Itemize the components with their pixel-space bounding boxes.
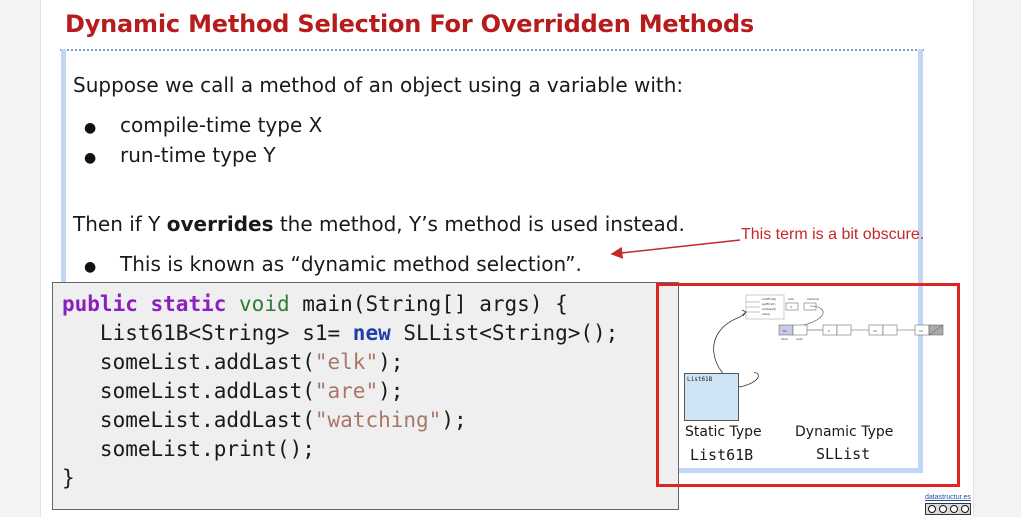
code-token: someList.addLast( (62, 379, 315, 403)
code-token-str: "elk" (314, 350, 379, 374)
code-line-6: someList.print(); (62, 437, 315, 461)
sentinel-value: 63 (783, 329, 787, 333)
sub-label-next: next (796, 337, 803, 341)
node-value-2: 15 (919, 329, 923, 333)
code-token: someList.print(); (62, 437, 315, 461)
code-line-3: someList.addLast("elk"); (62, 350, 403, 374)
code-token: ); (441, 408, 467, 432)
dynamic-type-caption: Dynamic Type (795, 424, 894, 440)
code-line-5: someList.addLast("watching"); (62, 408, 467, 432)
code-token: main(String[] args) { (289, 292, 568, 316)
code-token (138, 292, 151, 316)
sub-label-item: item (781, 337, 788, 341)
type-diagram-highlight (656, 283, 960, 487)
code-token: ); (378, 350, 404, 374)
slide-title: Dynamic Method Selection For Overridden … (65, 10, 755, 38)
code-token-kwb: new (352, 321, 391, 345)
static-type-caption: Static Type (685, 424, 762, 440)
bullet-dot: ● (84, 150, 97, 166)
code-token-kw: static (150, 292, 227, 316)
code-token: List61B<String> s1= (62, 321, 353, 345)
method-label-1: getFirst() (762, 302, 776, 306)
code-token: SLList<String>(); (390, 321, 619, 345)
sa-icon (960, 505, 969, 513)
site-link[interactable]: datastructur.es (925, 494, 971, 501)
intro-text: Suppose we call a method of an object us… (73, 73, 684, 97)
by-icon (938, 505, 947, 513)
method-label-3: size() (762, 312, 770, 316)
bullet-compile-time: compile-time type X (120, 113, 323, 137)
bullet-dot: ● (84, 259, 97, 275)
dynamic-type-value: SLList (816, 445, 871, 463)
bullet-run-time: run-time type Y (120, 143, 276, 167)
code-token-kw: public (62, 292, 138, 316)
code-line-2: List61B<String> s1= new SLList<String>()… (62, 321, 618, 345)
method-label-0: addFirst() (762, 297, 776, 301)
code-token (226, 292, 239, 316)
method-label-2: addLast() (762, 307, 776, 311)
code-token-str: "watching" (314, 408, 442, 432)
static-type-box: List61B (684, 373, 739, 421)
then-post: the method, Y’s method is used instead. (273, 212, 685, 236)
code-line-7: } (62, 466, 75, 490)
code-token-typ: void (239, 292, 290, 316)
method-table: addFirst() getFirst() addLast() size() (745, 294, 785, 320)
code-block (52, 282, 679, 510)
field-label-size: size (788, 297, 794, 301)
annotation-note: This term is a bit obscure. (741, 226, 925, 243)
static-box-label: List61B (687, 376, 713, 383)
static-type-value: List61B (690, 446, 754, 464)
cc-icon (927, 505, 936, 513)
code-token: ); (378, 379, 404, 403)
node-value-0: 5 (828, 329, 830, 333)
annotation-arrow-icon (610, 239, 741, 259)
code-token-str: "are" (314, 379, 379, 403)
sub-bullet-text: This is known as “dynamic method selecti… (120, 252, 582, 276)
code-line-1: public static void main(String[] args) { (62, 292, 568, 316)
code-token: someList.addLast( (62, 408, 315, 432)
title-divider (60, 49, 924, 51)
sllist-diagram: addFirst() getFirst() addLast() size() s… (713, 294, 944, 388)
node-value-1: 10 (873, 329, 877, 333)
then-text: Then if Y overrides the method, Y’s meth… (73, 212, 685, 236)
field-label-sentinel: sentinel (807, 297, 819, 301)
license-badge (925, 503, 971, 515)
nc-icon (949, 505, 958, 513)
then-pre: Then if Y (73, 212, 167, 236)
bullet-dot: ● (84, 120, 97, 136)
then-bold: overrides (166, 212, 274, 236)
code-line-4: someList.addLast("are"); (62, 379, 403, 403)
code-token: someList.addLast( (62, 350, 315, 374)
size-value: 3 (790, 305, 792, 309)
code-token: } (62, 466, 75, 490)
